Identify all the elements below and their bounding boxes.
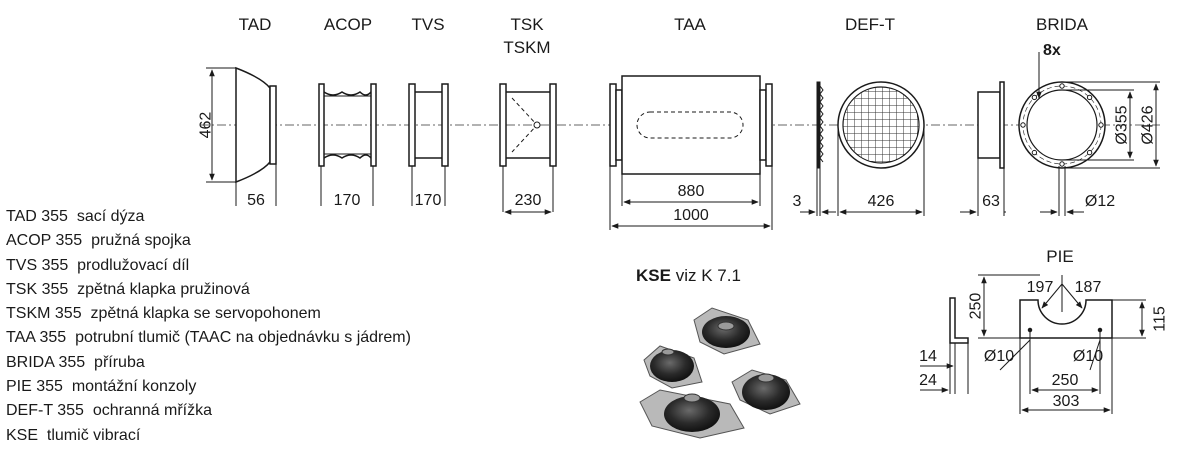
dim-brida-d426 [1062, 81, 1160, 169]
dim-deft-426-text: 426 [868, 193, 895, 210]
legend-desc: montážní konzoly [71, 378, 197, 396]
legend-code: BRIDA 355 [6, 353, 86, 371]
kse-damper-bottom [639, 389, 745, 439]
legend-desc: potrubní tlumič (TAAC na objednávku s já… [75, 329, 411, 347]
tad-nozzle [235, 66, 277, 184]
legend-item: PIE 355 montážní konzoly [6, 375, 411, 399]
pie-dimension-lines [920, 274, 1146, 414]
dim-deft-3-text: 3 [793, 193, 802, 210]
legend-item: ACOP 355 pružná spojka [6, 229, 411, 253]
legend-desc: zpětná klapka se servopohonem [90, 305, 321, 323]
dim-tvs-170 [411, 166, 446, 206]
label-def-t: DEF-T [845, 15, 895, 34]
dim-taa-1000 [609, 166, 773, 230]
dim-brida-d355-text: Ø355 [1114, 105, 1131, 144]
pie-d14-text: 14 [919, 348, 937, 365]
pie-d115-text: 115 [1152, 306, 1169, 332]
legend-desc: příruba [94, 353, 145, 371]
legend-item: TSK 355 zpětná klapka pružinová [6, 278, 411, 302]
dim-tsk-230-text: 230 [515, 192, 542, 209]
legend-item: TAD 355 sací dýza [6, 205, 411, 229]
dim-brida-63-text: 63 [982, 193, 1000, 210]
kse-reference: viz K 7.1 [675, 266, 741, 285]
label-tvs: TVS [411, 15, 444, 34]
label-tsk: TSK [510, 15, 544, 34]
legend-code: TSKM 355 [6, 305, 82, 323]
pie-d24-text: 24 [919, 372, 937, 389]
legend-code: TAA 355 [6, 329, 67, 347]
dim-462-text: 462 [198, 112, 215, 139]
brida-flange-side [977, 81, 1005, 169]
dim-taa-880-text: 880 [678, 183, 705, 200]
legend-desc: prodlužovací díl [77, 256, 190, 274]
dim-tvs-170-text: 170 [415, 192, 442, 209]
dim-brida-d426-text: Ø426 [1140, 105, 1157, 144]
pie-d197-text: 197 [1027, 279, 1054, 296]
kse-damper-left [643, 345, 703, 389]
dim-brida-d12-text: Ø12 [1085, 193, 1115, 210]
label-tskm: TSKM [503, 38, 550, 57]
kse-title: KSE viz K 7.1 [636, 266, 741, 286]
pie-d10-right-text: Ø10 [1073, 348, 1103, 365]
kse-damper-illustration [639, 307, 801, 439]
dim-tsk-230 [502, 166, 554, 215]
dim-brida-d12 [1040, 166, 1084, 216]
pie-d187-text: 187 [1075, 279, 1102, 296]
label-tad: TAD [239, 15, 272, 34]
dim-brida-63 [960, 158, 1006, 216]
dim-taa-880 [621, 174, 761, 206]
label-taa: TAA [674, 15, 706, 34]
pie-bracket-front [1019, 299, 1113, 339]
legend-code: ACOP 355 [6, 232, 83, 250]
legend-item: DEF-T 355 ochranná mřížka [6, 399, 411, 423]
legend-code: TVS 355 [6, 256, 69, 274]
label-pie: PIE [1046, 247, 1073, 266]
taa-silencer [609, 75, 773, 175]
dim-brida-8x-text: 8x [1043, 42, 1061, 59]
kse-damper-top [693, 307, 761, 355]
kse-code: KSE [636, 266, 671, 285]
legend-code: PIE 355 [6, 378, 63, 396]
legend-item: TAA 355 potrubní tlumič (TAAC na objedná… [6, 326, 411, 350]
dim-tad-56 [235, 164, 277, 206]
dim-height-462 [206, 67, 236, 183]
pie-d250-horizontal-text: 250 [1052, 372, 1079, 389]
pie-d10-left-text: Ø10 [984, 348, 1014, 365]
legend-code: KSE [6, 426, 39, 444]
label-acop: ACOP [324, 15, 372, 34]
deft-grille-side [816, 81, 824, 169]
dim-deft-3 [800, 168, 836, 216]
legend-desc: tlumič vibrací [46, 426, 141, 444]
legend-desc: ochranná mřížka [92, 402, 213, 420]
deft-grille-front [837, 81, 925, 169]
component-legend: TAD 355 sací dýza ACOP 355 pružná spojka… [6, 205, 411, 448]
dim-acop-170 [320, 166, 374, 206]
legend-code: TAD 355 [6, 208, 68, 225]
label-brida: BRIDA [1036, 15, 1089, 34]
pie-d250-vertical-text: 250 [968, 293, 985, 320]
legend-desc: zpětná klapka pružinová [77, 280, 250, 298]
dim-taa-1000-text: 1000 [673, 207, 709, 224]
dim-deft-426 [837, 125, 925, 216]
pie-d303-text: 303 [1053, 393, 1080, 410]
legend-item: TVS 355 prodlužovací díl [6, 254, 411, 278]
pie-bracket-side [949, 297, 969, 344]
legend-item: TSKM 355 zpětná klapka se servopohonem [6, 302, 411, 326]
legend-desc: pružná spojka [91, 232, 191, 250]
legend-item: KSE tlumič vibrací [6, 424, 411, 448]
legend-item: BRIDA 355 příruba [6, 351, 411, 375]
legend-code: TSK 355 [6, 280, 69, 298]
brida-flange-front [1018, 81, 1106, 169]
legend-code: DEF-T 355 [6, 402, 84, 420]
dim-56-text: 56 [247, 192, 265, 209]
dim-acop-170-text: 170 [334, 192, 361, 209]
dim-brida-d355 [1062, 89, 1134, 161]
tsk-valve [499, 83, 557, 167]
kse-damper-right [731, 369, 801, 415]
legend-desc: sací dýza [76, 208, 145, 225]
